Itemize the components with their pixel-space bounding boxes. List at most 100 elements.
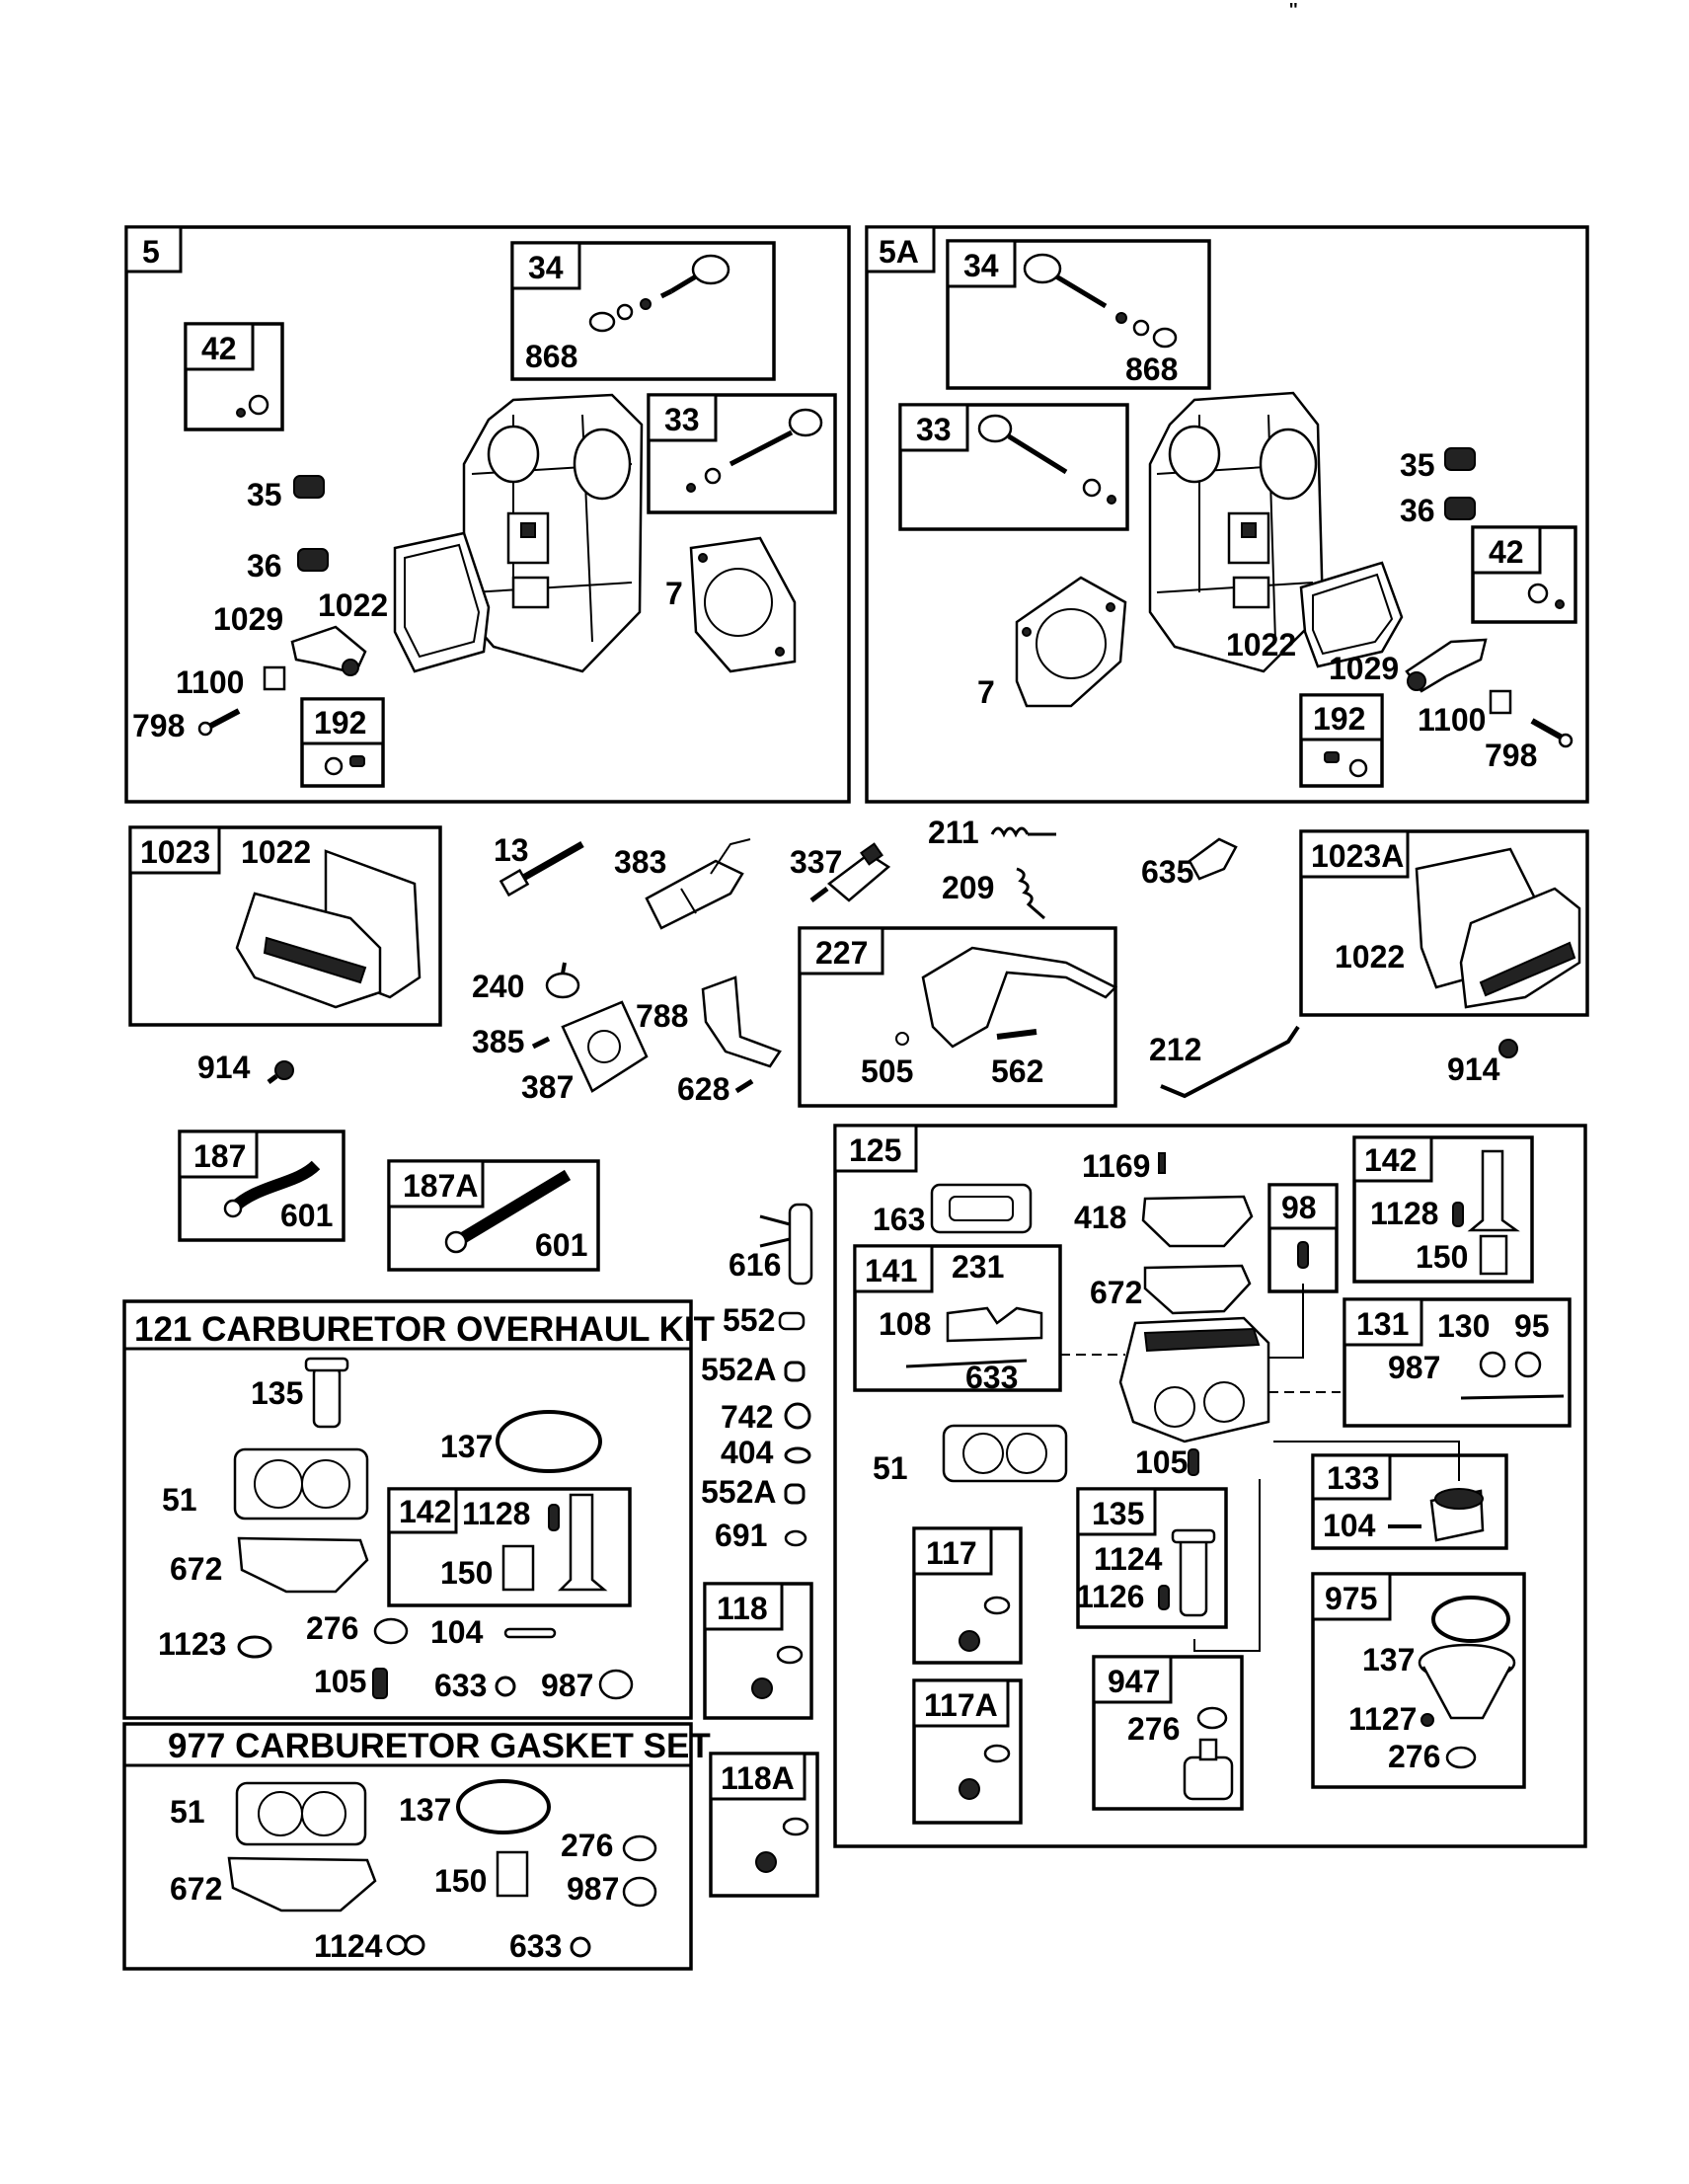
- label-672: 672: [1090, 1275, 1142, 1310]
- label-404: 404: [721, 1435, 774, 1470]
- label-1022: 1022: [318, 587, 388, 623]
- label-387: 387: [521, 1069, 574, 1105]
- screw-icon: [531, 1036, 551, 1050]
- float-bowl-icon: [1418, 1643, 1516, 1720]
- washer-icon: [983, 1596, 1011, 1615]
- gasket-icon: [930, 1183, 1033, 1234]
- label-211: 211: [928, 815, 979, 850]
- o-ring-icon: [496, 1410, 602, 1473]
- fuel-pipe-icon: [759, 1203, 813, 1286]
- panel-187: 187 601: [178, 1130, 345, 1242]
- label-742: 742: [721, 1399, 773, 1435]
- shaft-icon: [905, 1359, 1028, 1368]
- label-105: 105: [314, 1664, 366, 1699]
- o-ring-icon: [784, 1446, 811, 1464]
- gasket-icon: [1479, 1234, 1508, 1276]
- label-1124: 1124: [1094, 1541, 1163, 1577]
- label-13: 13: [494, 832, 529, 868]
- screw-icon: [1297, 1241, 1309, 1269]
- label-672: 672: [170, 1871, 222, 1907]
- o-ring-icon: [456, 1779, 551, 1834]
- fuel-pipe-icon: [1171, 1528, 1216, 1617]
- washer-icon: [622, 1834, 657, 1862]
- kit-977-title: 977 CARBURETOR GASKET SET: [168, 1727, 711, 1765]
- bracket-icon: [701, 975, 782, 1068]
- label-108: 108: [879, 1306, 931, 1342]
- valve-icon: [977, 414, 1116, 505]
- panel-5A: 5A 34 868 33 35: [865, 225, 1589, 804]
- label-35: 35: [1400, 447, 1435, 483]
- valve-cover-icon: [1459, 887, 1581, 1009]
- gasket-icon: [1143, 1264, 1252, 1315]
- label-1029: 1029: [213, 601, 283, 637]
- label-1022: 1022: [1335, 939, 1405, 975]
- pin-icon: [1452, 1202, 1464, 1227]
- float-icon: [1479, 1351, 1506, 1378]
- label-601: 601: [280, 1198, 333, 1233]
- washer-icon: [237, 1635, 272, 1659]
- label-137: 137: [440, 1429, 493, 1464]
- washer-icon: [778, 1311, 806, 1331]
- label-35: 35: [247, 477, 282, 512]
- nut-icon: [1527, 583, 1549, 604]
- needle-icon: [1188, 1448, 1199, 1476]
- label-1022: 1022: [241, 834, 311, 870]
- panel-227: 227 505 562: [798, 926, 1118, 1108]
- seal-icon: [570, 1936, 591, 1958]
- valve-icon: [588, 254, 730, 333]
- gasket-icon: [393, 531, 491, 673]
- box-42-label: 42: [201, 331, 237, 366]
- valve-icon: [1023, 253, 1178, 349]
- label-212: 212: [1149, 1032, 1201, 1067]
- label-418: 418: [1074, 1200, 1126, 1235]
- washer-icon: [373, 1617, 409, 1645]
- label-633: 633: [509, 1928, 562, 1964]
- leader-line: [1268, 1284, 1304, 1359]
- label-628: 628: [677, 1071, 729, 1107]
- pin-icon: [1158, 1585, 1170, 1610]
- kit-121-title: 121 CARBURETOR OVERHAUL KIT: [134, 1310, 715, 1349]
- governor-link-icon: [1160, 1025, 1300, 1099]
- label-1128: 1128: [462, 1496, 530, 1531]
- panel-1023-label: 1023: [140, 834, 210, 870]
- label-633: 633: [434, 1668, 487, 1703]
- washer-icon: [983, 1744, 1011, 1763]
- label-130: 130: [1437, 1308, 1490, 1344]
- screw-icon: [1158, 1152, 1166, 1174]
- rocker-arm-icon: [290, 625, 367, 676]
- nut-icon: [248, 394, 269, 416]
- label-231: 231: [952, 1249, 1004, 1285]
- cylinder-head-icon: [462, 393, 644, 673]
- head-gasket-icon: [689, 536, 797, 673]
- label-672: 672: [170, 1551, 222, 1587]
- screw-icon: [959, 1778, 980, 1800]
- cylinder-head-icon: [1148, 391, 1325, 673]
- fuel-pump-icon: [645, 838, 751, 930]
- label-633: 633: [965, 1360, 1018, 1395]
- label-150: 150: [440, 1555, 493, 1591]
- fuel-line-icon: [452, 1169, 572, 1248]
- fuel-line-icon: [228, 1160, 321, 1213]
- box-142-label: 142: [399, 1494, 451, 1529]
- seal-icon: [598, 1669, 634, 1700]
- screw-icon: [959, 1630, 980, 1652]
- screw-icon: [734, 1078, 754, 1094]
- solenoid-icon: [1183, 1738, 1234, 1801]
- panel-1023A-label: 1023A: [1311, 838, 1404, 874]
- screw-icon: [996, 1029, 1037, 1040]
- label-135: 135: [251, 1375, 303, 1411]
- washer-icon: [784, 1402, 811, 1430]
- label-788: 788: [636, 998, 688, 1034]
- leader-line: [1273, 1441, 1460, 1481]
- seal-icon: [495, 1676, 516, 1697]
- bracket-icon: [1467, 1149, 1520, 1232]
- bolt-icon: [499, 840, 584, 897]
- label-914: 914: [197, 1050, 251, 1085]
- gasket-icon: [1299, 561, 1404, 668]
- label-1124: 1124: [314, 1928, 383, 1964]
- label-616: 616: [729, 1247, 781, 1283]
- panel-977-gasket-set: 977 CARBURETOR GASKET SET 51 137 276 672…: [122, 1722, 711, 1971]
- box-33-label: 33: [916, 412, 952, 447]
- panel-118A: 118A: [709, 1752, 819, 1898]
- needle-icon: [372, 1668, 388, 1699]
